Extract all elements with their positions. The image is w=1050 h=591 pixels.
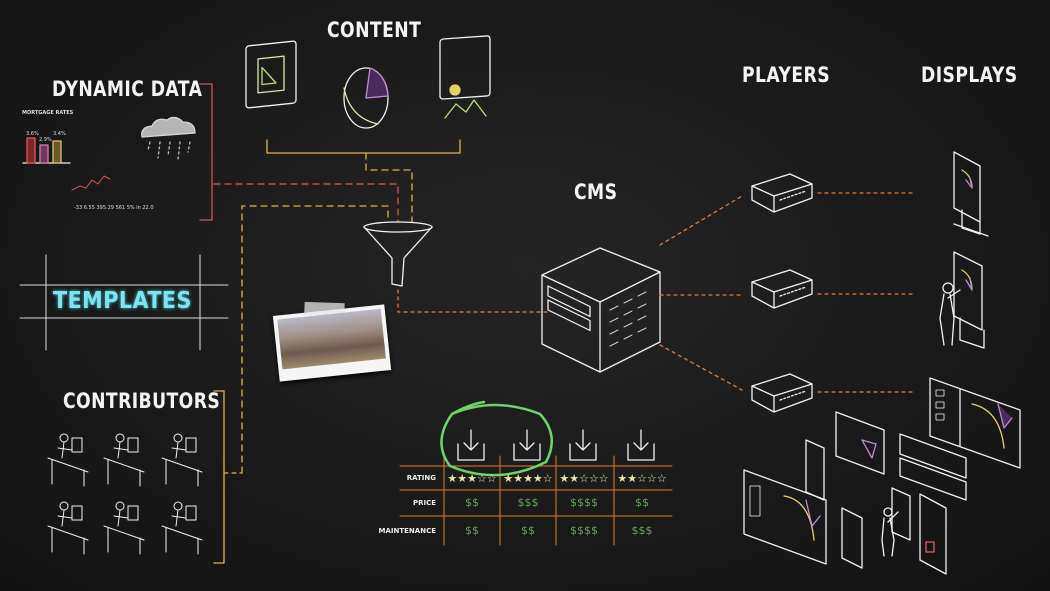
server-icon [541,247,661,373]
kiosk-display-icon [953,251,985,349]
dynamic-data-heading: DYNAMIC DATA [52,77,203,101]
person-icon [881,507,899,557]
mortgage-chart-title: MORTGAGE RATES [22,110,74,116]
content-bracket [266,139,461,154]
dynamic-data-bracket [199,83,213,221]
screen-icon [743,469,827,565]
cms-heading: CMS [574,180,618,204]
price-cell: $$$ [517,496,539,509]
maintenance-cell: $$$$ [570,524,598,537]
pie-chart-icon [343,67,389,129]
contributors-heading: CONTRIBUTORS [63,389,221,413]
row-label-price: PRICE [412,499,436,507]
row-label-rating: RATING [406,474,436,482]
mortgage-value: 2.9% [39,137,52,143]
video-wall-icon [929,377,1021,469]
person-at-desk-icon [161,501,203,555]
kiosk-display-icon [919,493,947,575]
person-at-desk-icon [47,501,89,555]
contributors-bracket [213,390,225,564]
download-icon [569,429,597,461]
maintenance-cell: $$ [521,524,535,537]
kiosk-display-icon [841,507,863,569]
mortgage-value: 3.4% [53,131,66,137]
stock-line [71,175,111,191]
content-heading: CONTENT [327,18,422,42]
contributors-grid [47,433,203,555]
player-box-icon [751,269,813,309]
price-cell: $$ [465,496,479,509]
landscape-image-icon [439,35,491,119]
templates-frame [19,254,229,351]
rating-cell: ★★☆☆☆ [617,472,667,485]
person-at-desk-icon [103,501,145,555]
price-cell: $$ [635,496,649,509]
player-box-icon [751,373,813,413]
highlight-circle [440,400,553,477]
team-photo [272,301,392,382]
photo-image [277,308,386,370]
rating-cell: ★★★☆☆ [447,472,497,485]
person-at-desk-icon [103,433,145,487]
person-at-desk-icon [47,433,89,487]
maintenance-cell: $$$ [631,524,653,537]
film-icon [245,40,297,109]
maintenance-cell: $$ [465,524,479,537]
stock-ticker: -33 6.55 395.29 561 5% in 22.0 [74,205,154,211]
screen-icon [835,411,885,475]
displays-heading: DISPLAYS [921,63,1018,87]
mortgage-value: 3.6% [26,131,39,137]
kiosk-display-icon [891,487,911,541]
kiosk-display-icon [805,439,825,501]
storm-cloud-icon [141,116,196,161]
screen-icon [899,433,967,501]
person-icon [939,282,961,346]
player-box-icon [751,173,813,213]
download-icon [627,429,655,461]
funnel-icon [363,221,433,287]
person-at-desk-icon [161,433,203,487]
row-label-maintenance: MAINTENANCE [378,527,436,535]
rating-cell: ★★★★☆ [503,472,553,485]
templates-label: TEMPLATES [53,288,192,314]
price-cell: $$$$ [570,496,598,509]
mortgage-bar-chart [22,137,71,164]
kiosk-display-icon [953,151,989,237]
rating-cell: ★★☆☆☆ [559,472,609,485]
download-icon [457,429,485,461]
players-heading: PLAYERS [742,63,831,87]
download-icon [513,429,541,461]
